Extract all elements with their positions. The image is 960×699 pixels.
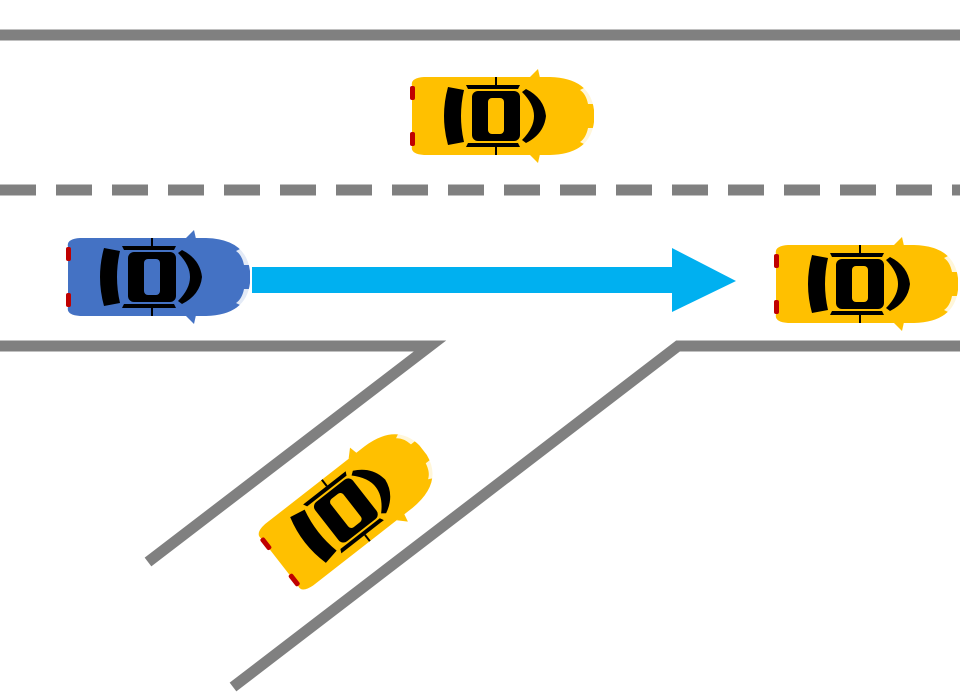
left-lane-car-icon [409,68,595,164]
bottom-road-edge-left [0,340,447,567]
lead-car-icon [773,236,959,332]
path-arrow-head [672,248,736,312]
bottom-road-edge-right [229,340,960,692]
merging-car-icon [248,412,454,602]
ego-car-icon [65,229,251,325]
path-arrow-shaft [252,267,674,293]
road-markings [0,29,960,692]
planned-path-arrow [252,248,736,312]
